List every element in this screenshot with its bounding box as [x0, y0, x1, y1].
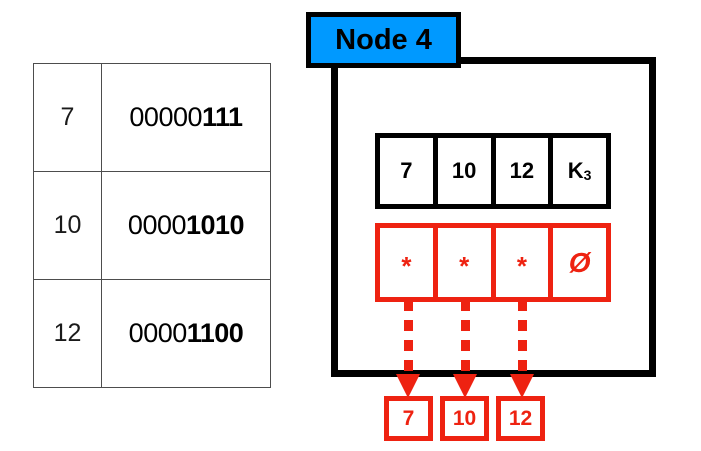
decimal-value: 7	[34, 64, 102, 171]
pointer-star-icon: *	[459, 250, 470, 281]
binary-prefix-bits: 00000	[129, 102, 202, 132]
pointer-cell: *	[496, 228, 554, 297]
pointer-star-icon: *	[401, 250, 412, 281]
node-container-box	[331, 57, 656, 377]
leaf-value-box: 7	[384, 396, 433, 441]
decimal-value: 10	[34, 172, 102, 279]
binary-suffix-bits: 1100	[186, 318, 244, 348]
key-cell: 7	[380, 138, 438, 204]
pointer-arrow	[396, 300, 420, 398]
binary-prefix-bits: 0000	[128, 318, 188, 348]
key-cell-base: K	[567, 158, 584, 183]
pointer-array: * * * Ø	[375, 223, 611, 302]
node-title-label: Node 4	[306, 12, 461, 68]
arrow-stem	[461, 300, 470, 378]
pointer-cell: *	[380, 228, 438, 297]
pointer-star-icon: *	[516, 250, 527, 281]
binary-suffix-bits: 111	[202, 102, 243, 132]
key-cell-subscript: 3	[583, 167, 592, 183]
arrow-head-icon	[453, 374, 477, 398]
binary-suffix-bits: 1010	[186, 210, 245, 240]
leaf-value-box: 10	[440, 396, 489, 441]
arrow-stem	[518, 300, 527, 378]
arrow-head-icon	[510, 374, 534, 398]
pointer-arrow	[510, 300, 534, 398]
pointer-cell-null: Ø	[553, 228, 606, 297]
leaf-value-box: 12	[496, 396, 545, 441]
key-cell: 12	[496, 138, 554, 204]
key-cell: 10	[438, 138, 496, 204]
pointer-cell: *	[438, 228, 496, 297]
binary-prefix-bits: 0000	[127, 210, 187, 240]
arrow-head-icon	[396, 374, 420, 398]
null-pointer-icon: Ø	[568, 246, 591, 278]
arrow-stem	[404, 300, 413, 378]
decimal-value: 12	[34, 280, 102, 387]
pointer-arrow	[453, 300, 477, 398]
